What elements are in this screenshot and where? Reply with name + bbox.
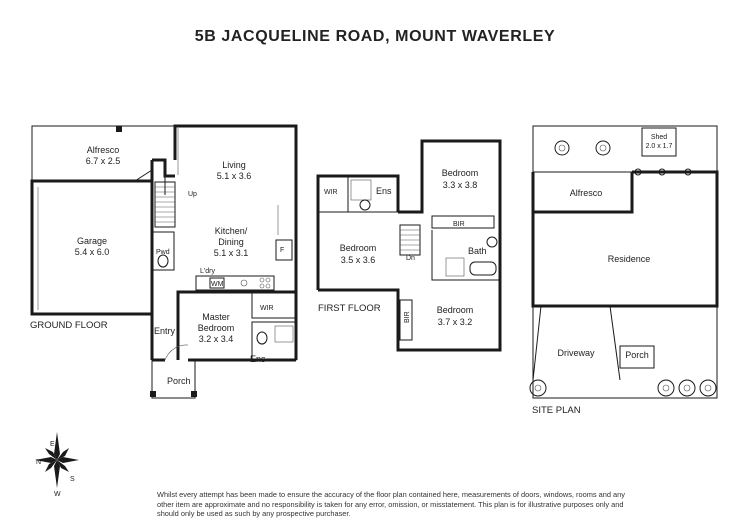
garage-walls [30,179,152,316]
washing-machine-box [209,277,225,289]
garage-label: Garage [77,236,107,246]
ff-wir-label: WIR [324,189,338,196]
bed1-walls [316,174,400,290]
wir-wall [251,292,296,319]
kitchen-size: 5.1 x 3.1 [214,248,249,258]
toilet-icon [157,254,169,268]
site-alfresco-label: Alfresco [570,188,603,198]
cooktop-icon-2 [265,277,271,283]
fridge-space [275,239,293,261]
driveway-line-left [532,305,542,381]
ground-floor-plan: Alfresco 6.7 x 2.5 Living 5.1 x 3.6 Gara… [30,124,298,399]
dn-label: Dn [406,255,415,262]
laundry-label: L'dry [200,268,215,275]
residence-walls [531,170,719,308]
fridge-label: F [280,247,284,254]
bath-label: Bath [468,246,487,256]
driveway-label: Driveway [557,348,595,358]
bed3-size: 3.7 x 3.2 [438,317,473,327]
site-plan: Shed 2.0 x 1.7 Alfresco Residence Drivew… [529,125,719,416]
bath-toilet-icon [486,236,498,248]
shower-icon [274,325,294,343]
first-floor-plan: Bedroom 3.3 x 3.8 Bedroom 3.5 x 3.6 Bedr… [316,139,502,352]
staircase [154,175,176,228]
alfresco-post [116,126,122,132]
alfresco-walls [531,172,634,214]
wir-label: WIR [260,305,274,312]
bath-shower-icon [445,257,465,277]
master-walls [176,290,296,360]
ground-floor-caption: GROUND FLOOR [30,320,108,331]
bed1-label: Bedroom [340,243,377,253]
ensuite-toilet-icon [256,331,268,345]
master-size: 3.2 x 3.4 [199,334,234,344]
up-label: Up [188,191,197,198]
entry-door-swing [164,344,189,361]
porch-label: Porch [167,376,191,386]
ens-shower-icon [350,179,372,201]
master-label-2: Bedroom [198,323,235,333]
cooktop-icon-3 [259,283,265,289]
bir2-cupboard [399,299,413,341]
alfresco-label: Alfresco [87,145,120,155]
sink-icon [240,279,248,287]
master-label: Master [202,312,230,322]
alfresco-door [134,169,153,182]
compass-rose-icon: N E S W [35,432,79,498]
cooktop-icon-4 [265,283,271,289]
wm-label: WM [211,281,224,288]
shed-label: Shed [651,134,667,141]
living-size: 5.1 x 3.6 [217,171,252,181]
page-title: 5B JACQUELINE ROAD, MOUNT WAVERLEY [194,28,556,45]
living-label: Living [222,160,246,170]
site-porch-label: Porch [625,350,649,360]
porch-post-left [150,391,156,397]
powder-room [151,231,175,271]
first-floor-lower-walls [318,230,502,352]
porch-outline [151,360,196,399]
pwd-label: Pwd [156,249,170,256]
bir-cupboard [431,215,495,229]
ensuite-label: Ens [250,354,266,364]
bir2-label: BIR [404,311,411,323]
house-outer-wall [173,124,298,360]
bed3-label: Bedroom [437,305,474,315]
compass-s: S [70,476,75,483]
compass-n: N [36,459,41,466]
bath-walls [431,230,500,281]
alfresco-outline [31,125,175,181]
disclaimer-text: Whilst every attempt has been made to en… [157,490,625,519]
compass-e: E [50,441,55,448]
bathtub-icon [469,261,497,276]
laundry-bench [195,275,275,291]
first-floor-stairs [399,224,421,256]
cooktop-icon [259,277,265,283]
ff-ens-label: Ens [376,186,392,196]
site-porch [619,345,655,369]
shed-box [641,127,677,157]
residence-label: Residence [608,254,651,264]
tree-icons [529,140,717,397]
entry-label: Entry [154,326,176,336]
bed2-walls [398,139,502,230]
porch-post-right [191,391,197,397]
bed2-size: 3.3 x 3.8 [443,180,478,190]
kitchen-label: Kitchen/ [215,226,248,236]
dining-label: Dining [218,237,244,247]
shed-size: 2.0 x 1.7 [646,143,673,150]
garage-size: 5.4 x 6.0 [75,247,110,257]
bir-label: BIR [453,221,465,228]
ens-toilet-icon [359,199,371,211]
bed1-size: 3.5 x 3.6 [341,255,376,265]
bed2-label: Bedroom [442,168,479,178]
driveway-line-right [609,305,621,381]
compass-w: W [54,491,61,498]
first-floor-caption: FIRST FLOOR [318,303,381,314]
alfresco-size: 6.7 x 2.5 [86,156,121,166]
stair-wall [152,158,175,178]
site-plan-caption: SITE PLAN [532,405,581,416]
